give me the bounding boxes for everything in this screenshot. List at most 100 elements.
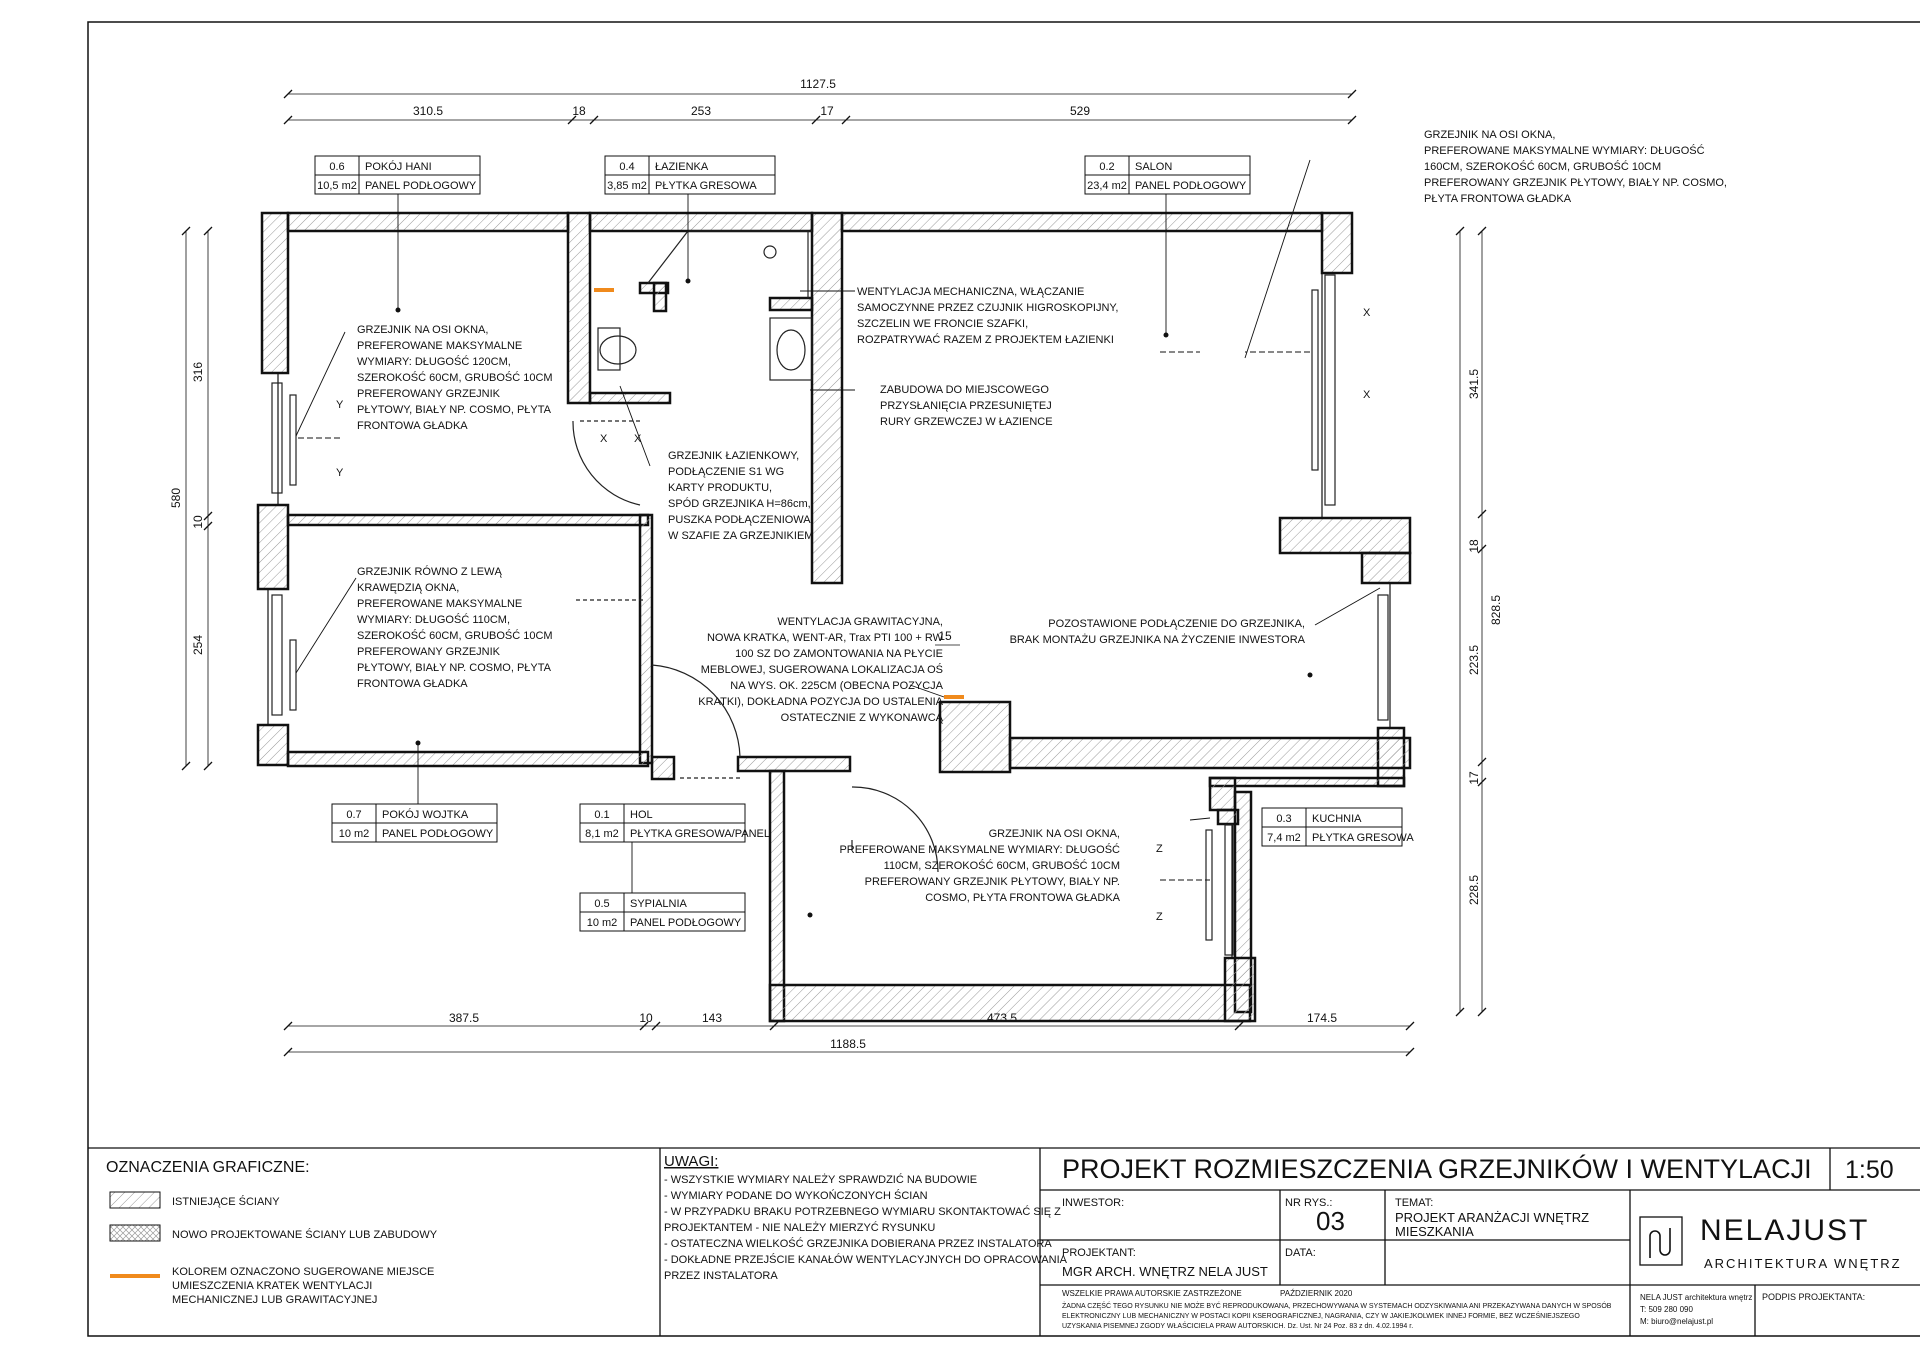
note-zabudowa: RURY GRZEWCZEJ W ŁAZIENCE — [880, 416, 1053, 428]
mark-x: X — [1363, 389, 1371, 401]
rights: WSZELKIE PRAWA AUTORSKIE ZASTRZEŻONE — [1062, 1289, 1242, 1298]
room-name: SYPIALNIA — [630, 898, 688, 910]
note-salon-window: PREFEROWANE MAKSYMALNE WYMIARY: DŁUGOŚĆ — [1424, 144, 1705, 157]
uwagi-item: - DOKŁADNE PRZEJŚCIE KANAŁÓW WENTYLACYJN… — [664, 1253, 1068, 1266]
drawing-scale: 1:50 — [1845, 1156, 1894, 1184]
room-floor: PŁYTKA GRESOWA/PANEL — [630, 828, 770, 840]
note-wojtka-rad: SZEROKOŚĆ 60CM, GRUBOŚĆ 10CM — [357, 629, 553, 642]
room-number: 0.1 — [594, 809, 609, 821]
brand-sub: ARCHITEKTURA WNĘTRZ — [1704, 1256, 1902, 1271]
note-zabudowa: PRZYSŁANIĘCIA PRZESUNIĘTEJ — [880, 400, 1052, 412]
room-number: 0.2 — [1099, 161, 1114, 173]
note-lazienka-rad: SPÓD GRZEJNIKA H=86cm, — [668, 497, 811, 510]
dim-right-5: 228.5 — [1467, 875, 1481, 905]
room-area: 7,4 m2 — [1267, 832, 1301, 844]
mark-x: X — [1363, 307, 1371, 319]
note-kuchnia-conn: POZOSTAWIONE PODŁĄCZENIE DO GRZEJNIKA, — [1048, 618, 1305, 630]
room-number: 0.6 — [329, 161, 344, 173]
temat-label: TEMAT: — [1395, 1197, 1433, 1209]
temat-line-2: MIESZKANIA — [1395, 1224, 1474, 1239]
note-lazienka-rad: GRZEJNIK ŁAZIENKOWY, — [668, 450, 799, 462]
annotations: GRZEJNIK NA OSI OKNA, PREFEROWANE MAKSYMA… — [357, 129, 1727, 904]
dim-bottom-5: 174.5 — [1307, 1011, 1337, 1025]
contact-line-3: M: biuro@nelajust.pl — [1640, 1317, 1713, 1326]
uwagi-item: - W PRZYPADKU BRAKU POTRZEBNEGO WYMIARU … — [664, 1205, 1061, 1218]
note-vent-mech: SZCZELIN WE FRONCIE SZAFKI, — [857, 318, 1028, 330]
leader-lines — [295, 159, 1381, 910]
date-value: PAŹDZIERNIK 2020 — [1280, 1289, 1353, 1298]
dim-left-3: 254 — [191, 635, 205, 655]
dim-top-3: 253 — [691, 104, 711, 118]
note-vent-grav: OSTATECZNIE Z WYKONAWCĄ — [781, 712, 944, 724]
room-area: 10 m2 — [587, 917, 618, 929]
note-hani-window: PŁYTOWY, BIAŁY NP. COSMO, PŁYTA — [357, 404, 552, 416]
note-sypialnia-rad: GRZEJNIK NA OSI OKNA, — [989, 828, 1120, 840]
mark-x: X — [600, 433, 608, 445]
note-sypialnia-rad: 110CM, SZEROKOŚĆ 60CM, GRUBOŚĆ 10CM — [884, 859, 1120, 872]
room-area: 10,5 m2 — [317, 180, 357, 192]
dim-bottom-1: 387.5 — [449, 1011, 479, 1025]
room-floor: PANEL PODŁOGOWY — [1135, 180, 1247, 192]
note-lazienka-rad: PUSZKA PODŁĄCZENIOWA — [668, 514, 811, 526]
note-wojtka-rad: KRAWĘDZIĄ OKNA, — [357, 582, 459, 594]
dim-bottom-4: 473.5 — [987, 1011, 1017, 1025]
vent-markers — [594, 288, 964, 699]
uwagi-item: PRZEZ INSTALATORA — [664, 1270, 778, 1282]
nr-value: 03 — [1316, 1206, 1345, 1236]
note-vent-mech: ROZPATRYWAĆ RAZEM Z PROJEKTEM ŁAZIENKI — [857, 333, 1114, 346]
note-salon-window: PREFEROWANY GRZEJNIK PŁYTOWY, BIAŁY NP. … — [1424, 177, 1727, 189]
note-wojtka-rad: FRONTOWA GŁADKA — [357, 678, 468, 690]
dim-top-4: 17 — [820, 104, 834, 118]
dim-top-2: 18 — [572, 104, 586, 118]
nr-label: NR RYS.: — [1285, 1197, 1332, 1209]
room-name: HOL — [630, 809, 653, 821]
note-vent-mech: WENTYLACJA MECHANICZNA, WŁĄCZANIE — [857, 286, 1084, 298]
note-lazienka-rad: W SZAFIE ZA GRZEJNIKIEM — [668, 530, 813, 542]
mark-z: Z — [1156, 843, 1163, 855]
dim-right-4: 17 — [1467, 771, 1481, 785]
uwagi-title: UWAGI: — [664, 1153, 718, 1170]
legend-existing-walls: ISTNIEJĄCE ŚCIANY — [172, 1195, 280, 1208]
note-lazienka-rad: PODŁĄCZENIE S1 WG — [668, 466, 784, 478]
room-name: ŁAZIENKA — [655, 161, 709, 173]
note-vent-grav: NA WYS. OK. 225CM (OBECNA POZYCJA — [730, 680, 943, 692]
note-hani-window: WYMIARY: DŁUGOŚĆ 120CM, — [357, 355, 511, 368]
uwagi-item: PROJEKTANTEM - NIE NALEŻY MIERZYĆ RYSUNK… — [664, 1221, 935, 1234]
uwagi-item: - OSTATECZNA WIELKOŚĆ GRZEJNIKA DOBIERAN… — [664, 1237, 1052, 1250]
legend-vent-line-2: UMIESZCZENIA KRATEK WENTYLACJI — [172, 1280, 372, 1292]
note-hani-window: FRONTOWA GŁADKA — [357, 420, 468, 432]
investor-label: INWESTOR: — [1062, 1197, 1124, 1209]
note-vent-grav: KRATKI), DOKŁADNA POZYCJA DO USTALENIA — [698, 696, 943, 708]
room-floor: PŁYTKA GRESOWA — [1312, 832, 1414, 844]
note-sypialnia-rad: COSMO, PŁYTA FRONTOWA GŁADKA — [925, 892, 1120, 904]
legend-title: OZNACZENIA GRAFICZNE: — [106, 1159, 310, 1176]
dim-top-5: 529 — [1070, 104, 1090, 118]
note-wojtka-rad: PREFEROWANY GRZEJNIK — [357, 646, 501, 658]
legend-vent-line-1: KOLOREM OZNACZONO SUGEROWANE MIEJSCE — [172, 1266, 434, 1278]
mark-y: Y — [336, 467, 344, 479]
contact-line-1: NELA JUST architektura wnętrz — [1640, 1293, 1752, 1302]
dim-small-15: 15 — [938, 629, 952, 643]
bathroom-fixtures — [271, 230, 1389, 956]
room-number: 0.7 — [346, 809, 361, 821]
legal-line-1: ŻADNA CZĘŚĆ TEGO RYSUNKU NIE MOŻE BYĆ RE… — [1062, 1301, 1612, 1310]
note-salon-window: PŁYTA FRONTOWA GŁADKA — [1424, 193, 1572, 205]
dim-right-2: 18 — [1467, 539, 1481, 553]
room-area: 3,85 m2 — [607, 180, 647, 192]
note-hani-window: PREFEROWANY GRZEJNIK — [357, 388, 501, 400]
drawing-title: PROJEKT ROZMIESZCZENIA GRZEJNIKÓW I WENT… — [1062, 1153, 1812, 1184]
dimension-ticks — [181, 89, 1487, 1057]
projektant-label: PROJEKTANT: — [1062, 1247, 1136, 1259]
note-lazienka-rad: KARTY PRODUKTU, — [668, 482, 772, 494]
signature-label: PODPIS PROJEKTANTA: — [1762, 1292, 1865, 1302]
note-salon-window: 160CM, SZEROKOŚĆ 60CM, GRUBOŚĆ 10CM — [1424, 160, 1661, 173]
note-vent-grav: NOWA KRATKA, WENT-AR, Trax PTI 100 + RW — [707, 632, 944, 644]
dim-left-1: 316 — [191, 362, 205, 382]
legal-line-3: UZYSKANIA PISEMNEJ ZGODY WŁAŚCICIELA PRA… — [1062, 1321, 1413, 1330]
